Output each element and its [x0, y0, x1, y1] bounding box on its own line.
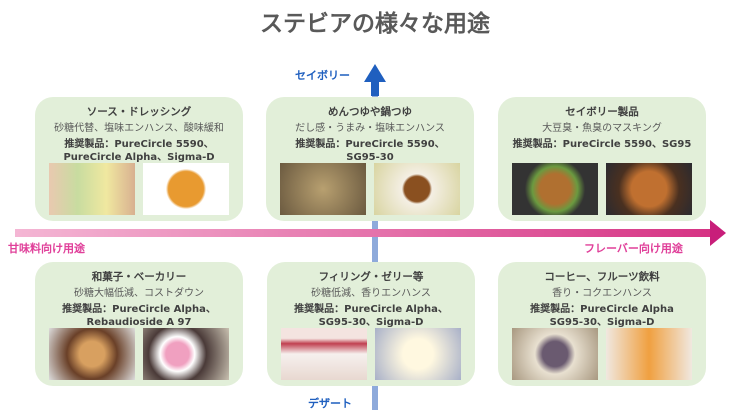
- card-benefits: 砂糖代替、塩味エンハンス、酸味緩和: [54, 123, 224, 134]
- fried-food-photo: [512, 163, 598, 215]
- use-case-card: セイボリー製品 大豆臭・魚臭のマスキング 推奨製品：PureCircle 559…: [498, 97, 706, 221]
- axis-label-flavor: フレーバー向け用途: [584, 242, 683, 255]
- card-recommended-products: 推奨製品：PureCircle Alpha、: [62, 304, 216, 315]
- savory-dessert-axis: [372, 80, 378, 410]
- coffee-photo: [512, 328, 598, 380]
- up-arrow-stem: [371, 80, 379, 96]
- use-case-card: コーヒー、フルーツ飲料 香り・コクエンハンス 推奨製品：PureCircle A…: [498, 262, 706, 386]
- card-heading: めんつゆや鍋つゆ: [328, 106, 412, 118]
- sweetener-flavor-axis: [15, 229, 713, 237]
- card-heading: ソース・ドレッシング: [86, 106, 192, 118]
- daifuku-photo: [143, 328, 229, 380]
- burger-photo: [606, 163, 692, 215]
- card-benefits: 砂糖大幅低減、コストダウン: [74, 288, 204, 299]
- jelly-photo: [375, 328, 461, 380]
- axis-label-sweetener: 甘味料向け用途: [8, 242, 85, 255]
- card-recommended-products: 推奨製品：PureCircle 5590、SG95: [512, 139, 692, 150]
- juice-photo: [606, 328, 692, 380]
- card-recommended-products-cont: SG95-30、Sigma-D: [549, 317, 655, 328]
- use-case-card: 和菓子・ベーカリー 砂糖大幅低減、コストダウン 推奨製品：PureCircle …: [35, 262, 243, 386]
- axis-label-savory: セイボリー: [295, 69, 350, 82]
- card-benefits: 大豆臭・魚臭のマスキング: [542, 123, 662, 134]
- soup-bowl-photo: [143, 163, 229, 215]
- card-recommended-products: 推奨製品：PureCircle 5590、: [295, 139, 445, 150]
- use-case-card: フィリング・ゼリー等 砂糖低減、香りエンハンス 推奨製品：PureCircle …: [267, 262, 475, 386]
- card-heading: セイボリー製品: [565, 106, 639, 118]
- right-arrow-icon: [710, 220, 726, 246]
- card-recommended-products: 推奨製品：PureCircle Alpha: [530, 304, 674, 315]
- card-benefits: 砂糖低減、香りエンハンス: [311, 288, 431, 299]
- up-arrow-icon: [364, 64, 386, 82]
- card-benefits: だし感・うまみ・塩味エンハンス: [295, 123, 445, 134]
- use-case-card: ソース・ドレッシング 砂糖代替、塩味エンハンス、酸味緩和 推奨製品：PureCi…: [35, 97, 243, 221]
- card-benefits: 香り・コクエンハンス: [552, 288, 652, 299]
- parfait-photo: [281, 328, 367, 380]
- card-recommended-products-cont: SG95-30、Sigma-D: [318, 317, 424, 328]
- card-recommended-products: 推奨製品：PureCircle Alpha、: [294, 304, 448, 315]
- hot-pot-photo: [280, 163, 366, 215]
- card-recommended-products-cont: PureCircle Alpha、Sigma-D: [63, 152, 215, 163]
- card-recommended-products-cont: SG95-30: [346, 152, 394, 163]
- card-recommended-products: 推奨製品：PureCircle 5590、: [64, 139, 214, 150]
- donuts-photo: [49, 328, 135, 380]
- dressing-bottles-photo: [49, 163, 135, 215]
- axis-label-dessert: デザート: [308, 397, 352, 410]
- card-heading: コーヒー、フルーツ飲料: [544, 271, 660, 283]
- card-heading: フィリング・ゼリー等: [318, 271, 424, 283]
- dipping-sauce-photo: [374, 163, 460, 215]
- page-title: ステビアの様々な用途: [260, 11, 490, 37]
- card-heading: 和菓子・ベーカリー: [91, 271, 187, 283]
- card-recommended-products-cont: Rebaudioside A 97: [86, 317, 192, 328]
- use-case-card: めんつゆや鍋つゆ だし感・うまみ・塩味エンハンス 推奨製品：PureCircle…: [266, 97, 474, 221]
